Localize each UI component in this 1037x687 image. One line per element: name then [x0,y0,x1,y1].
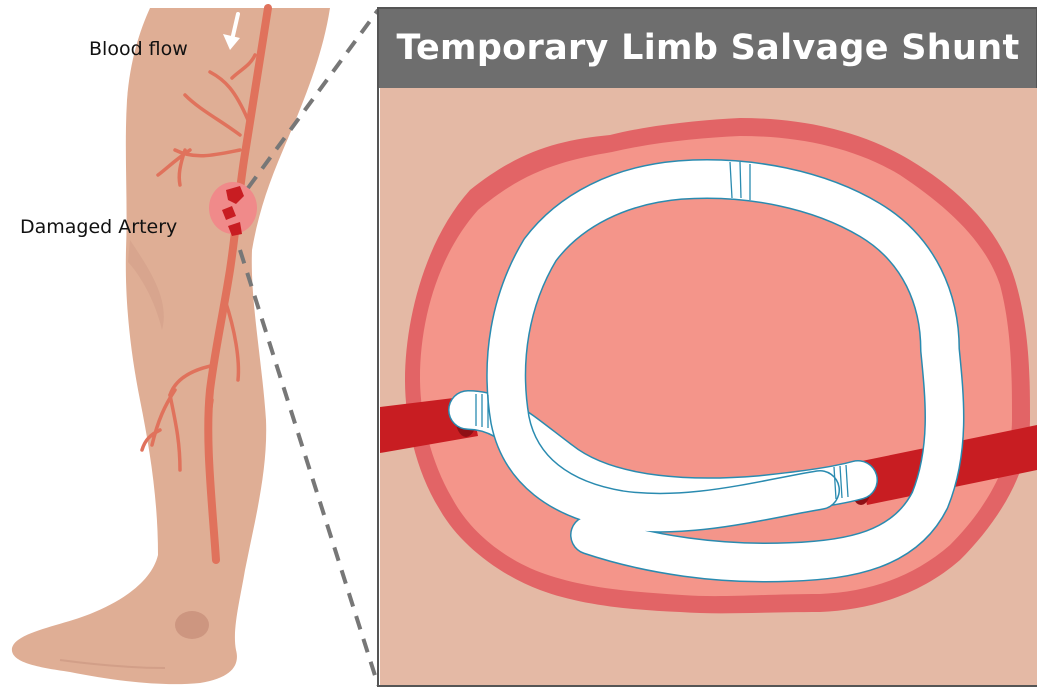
leg-shape [12,8,330,684]
zoom-panel [378,8,1037,686]
diagram-title: Temporary Limb Salvage Shunt [379,8,1037,88]
leg-illustration [12,8,330,684]
ankle-bone [175,611,209,639]
title-banner: Temporary Limb Salvage Shunt [379,8,1037,88]
damaged-artery-label: Damaged Artery [20,216,177,238]
blood-flow-label: Blood flow [89,38,188,60]
